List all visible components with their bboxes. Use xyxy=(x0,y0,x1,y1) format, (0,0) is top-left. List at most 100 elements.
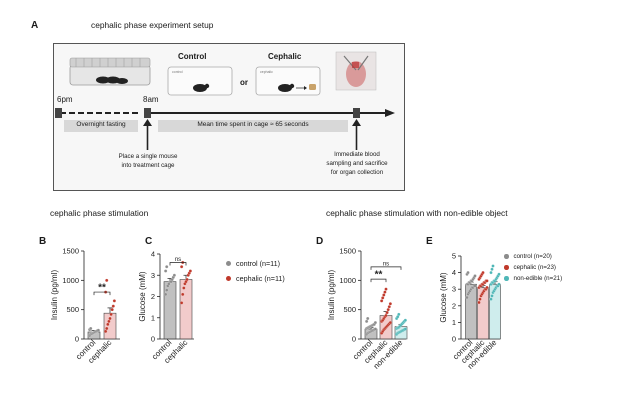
significance-label-d: ** xyxy=(375,270,383,281)
data-point-d xyxy=(383,290,387,294)
legend-label: non-edible (n=21) xyxy=(513,275,563,282)
place-mouse-text: Place a single mouse into treatment cage xyxy=(118,153,178,169)
significance-label-b: ** xyxy=(98,283,106,294)
y-axis-label-d: Insulin (pg/ml) xyxy=(327,270,336,321)
legend-bc: control (n=11) cephalic (n=11) xyxy=(226,256,285,286)
data-point-d xyxy=(373,327,377,331)
significance-label-c: ns xyxy=(175,257,181,263)
y-tick-label-b: 1000 xyxy=(62,276,79,285)
y-axis-label-b: Insulin (pg/ml) xyxy=(50,270,59,321)
data-point-b xyxy=(111,304,115,308)
data-point-e xyxy=(478,297,482,301)
data-point-d xyxy=(373,320,377,325)
y-tick-label-c: 1 xyxy=(151,313,155,322)
bar-e-control xyxy=(465,283,477,340)
data-point-e xyxy=(465,295,469,300)
y-axis-label-c: Glucose (mM) xyxy=(138,271,147,322)
control-cage-image xyxy=(167,66,233,96)
data-point-c xyxy=(180,265,184,269)
section-title-right: cephalic phase stimulation with non-edib… xyxy=(326,208,508,218)
panel-letter-a: A xyxy=(31,20,39,31)
data-point-d xyxy=(385,311,389,315)
data-point-d xyxy=(388,320,392,325)
fasting-label: Overnight fasting xyxy=(76,121,126,128)
control-cage-label: Control xyxy=(178,52,207,61)
data-point-d xyxy=(403,318,407,322)
data-point-b xyxy=(105,326,109,331)
significance-bracket-b xyxy=(93,291,111,296)
data-point-c xyxy=(172,273,176,277)
legend-label: control (n=11) xyxy=(236,259,281,268)
data-point-e xyxy=(497,282,501,286)
data-point-b xyxy=(108,316,112,321)
data-point-c xyxy=(165,265,169,269)
data-point-e xyxy=(485,285,489,290)
timeline-marker-start xyxy=(55,108,62,118)
bar-e-non-edible xyxy=(489,283,501,340)
timeline-arrowhead xyxy=(385,109,395,117)
panel-letter-b: B xyxy=(39,236,47,247)
y-tick-label-b: 0 xyxy=(75,335,79,344)
timeline-marker-end xyxy=(353,108,360,118)
y-tick-label-d: 0 xyxy=(352,335,356,344)
data-point-d xyxy=(380,299,384,303)
cephalic-cage-tag: cephalic xyxy=(260,70,273,74)
data-point-c xyxy=(181,292,185,296)
data-point-d xyxy=(381,296,385,300)
blood-sampling-text: Immediate blood sampling and sacrifice f… xyxy=(326,151,388,176)
data-point-e xyxy=(490,294,494,298)
mean-time-label-box xyxy=(158,120,348,132)
data-point-c xyxy=(165,288,169,292)
time-mid-label: 8am xyxy=(143,95,159,104)
data-point-d xyxy=(382,293,386,297)
y-tick-label-e: 3 xyxy=(452,285,456,294)
cephalic-cage-label: Cephalic xyxy=(268,52,302,61)
y-tick-label-e: 0 xyxy=(452,335,456,344)
panel-a-title: cephalic phase experiment setup xyxy=(91,20,214,30)
data-point-c xyxy=(164,269,168,273)
data-point-b xyxy=(112,299,116,303)
data-point-b xyxy=(96,328,100,332)
cephalic-cage-image xyxy=(255,66,321,96)
bar-c-cephalic xyxy=(179,279,193,340)
data-point-e xyxy=(491,264,495,268)
data-point-b xyxy=(110,308,114,312)
data-point-b xyxy=(104,329,108,333)
y-tick-label-e: 5 xyxy=(452,252,456,261)
control-cage-tag: control xyxy=(172,70,183,74)
data-point-b xyxy=(107,319,111,323)
y-tick-label-c: 2 xyxy=(151,292,155,301)
data-point-e xyxy=(473,274,477,278)
data-point-d xyxy=(397,312,401,316)
legend-dot-icon xyxy=(504,265,509,270)
place-mouse-arrowhead xyxy=(143,119,152,126)
data-point-e xyxy=(466,271,470,275)
y-tick-label-d: 500 xyxy=(343,305,356,314)
data-point-d xyxy=(365,319,369,323)
data-point-d xyxy=(403,327,407,331)
data-point-b xyxy=(106,322,110,326)
y-tick-label-d: 1000 xyxy=(339,276,356,285)
data-point-c xyxy=(180,301,184,305)
data-point-d xyxy=(384,313,388,318)
significance-bracket-d xyxy=(370,278,387,283)
mean-time-label: Mean time spent in cage ≈ 65 seconds xyxy=(197,121,309,128)
legend-item: control (n=20) xyxy=(504,251,562,262)
legend-label: cephalic (n=11) xyxy=(236,274,285,283)
data-point-e xyxy=(497,272,501,276)
legend-label: cephalic (n=23) xyxy=(513,264,556,271)
legend-item: non-edible (n=21) xyxy=(504,273,562,284)
fasting-label-box xyxy=(64,120,138,132)
legend-dot-icon xyxy=(226,276,231,281)
panel-letter-e: E xyxy=(426,236,433,247)
data-point-d xyxy=(366,316,370,321)
y-tick-label-c: 0 xyxy=(151,335,155,344)
legend-de: control (n=20) cephalic (n=23) non-edible … xyxy=(504,251,562,284)
y-tick-label-e: 1 xyxy=(452,318,456,327)
timeline-marker-mid xyxy=(144,108,151,118)
data-point-e xyxy=(490,267,494,271)
data-point-b xyxy=(89,326,93,331)
legend-dot-icon xyxy=(504,254,509,259)
